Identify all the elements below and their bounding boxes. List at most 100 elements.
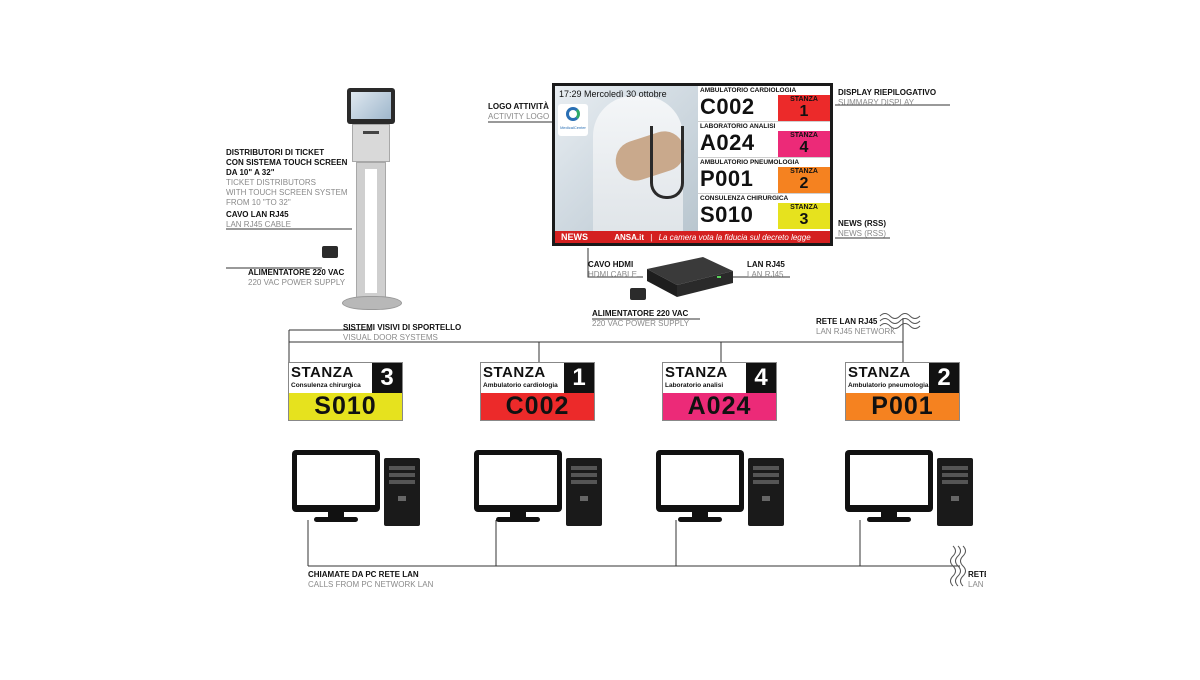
door-sign-ticket: S010 <box>289 393 402 420</box>
hdmi-label-it: CAVO HDMI <box>588 260 634 269</box>
player-power-adapter-icon <box>630 288 646 300</box>
queue-room-number: 4 <box>799 139 809 156</box>
pc-monitor-icon <box>474 450 562 522</box>
door-sign-stanza: STANZA <box>848 364 911 381</box>
kiosk-label: DISTRIBUTORI DI TICKET CON SISTEMA TOUCH… <box>226 148 348 208</box>
queue-panel: AMBULATORIO CARDIOLOGIA C002 STANZA 1 LA… <box>698 86 830 231</box>
kiosk-psu-label: ALIMENTATORE 220 VAC 220 VAC POWER SUPPL… <box>248 268 345 288</box>
door-sign: STANZA Ambulatorio pneumologia 2 P001 <box>845 362 960 421</box>
network-wave-icon-bottom <box>950 545 966 587</box>
logo-mark-icon <box>566 107 580 121</box>
player-lan-en: LAN RJ45 <box>747 270 784 279</box>
logo-text: MedicalCenter <box>560 125 586 130</box>
activity-logo: MedicalCenter <box>558 104 588 136</box>
lan-network-it: RETE LAN RJ45 <box>816 317 878 326</box>
pc-tower-icon <box>748 458 784 526</box>
queue-room-number: 1 <box>799 103 809 120</box>
door-sign-dept: Laboratorio analisi <box>665 382 724 389</box>
door-systems-en: VISUAL DOOR SYSTEMS <box>343 333 438 342</box>
queue-dept: LABORATORIO ANALISI <box>700 123 776 130</box>
kiosk-cable-en: LAN RJ45 CABLE <box>226 220 291 229</box>
queue-room-badge: STANZA 4 <box>778 131 830 157</box>
ticker-news-tag: NEWS <box>561 232 588 242</box>
logo-label: LOGO ATTIVITÀ ACTIVITY LOGO <box>488 102 549 122</box>
display-photo: MedicalCenter 17:29 Mercoledì 30 ottobre <box>555 86 698 231</box>
queue-ticket: S010 <box>700 202 754 227</box>
door-sign-ticket: C002 <box>481 393 594 420</box>
kiosk-printer <box>352 124 390 162</box>
door-sign-stanza: STANZA <box>483 364 546 381</box>
lan-cut-label: RETE LAN <box>968 570 986 590</box>
queue-ticket: C002 <box>700 94 755 119</box>
media-player-box <box>647 257 733 297</box>
queue-room-label: STANZA <box>790 168 818 175</box>
lan-cut-it: RETE <box>968 570 986 579</box>
queue-row: AMBULATORIO PNEUMOLOGIA P001 STANZA 2 <box>698 158 830 194</box>
queue-room-badge: STANZA 1 <box>778 95 830 121</box>
queue-dept: AMBULATORIO PNEUMOLOGIA <box>700 159 800 166</box>
pc-calls-it: CHIAMATE DA PC RETE LAN <box>308 570 419 579</box>
summary-label: DISPLAY RIEPILOGATIVO SUMMARY DISPLAY <box>838 88 936 108</box>
kiosk-label-it-1: DISTRIBUTORI DI TICKET <box>226 148 325 157</box>
queue-room-label: STANZA <box>790 132 818 139</box>
logo-label-it: LOGO ATTIVITÀ <box>488 102 549 111</box>
door-sign-dept: Ambulatorio cardiologia <box>483 382 558 389</box>
kiosk-label-it-3: DA 10" A 32" <box>226 168 275 177</box>
network-wave-icon <box>879 313 921 329</box>
door-sign-stanza: STANZA <box>665 364 728 381</box>
door-sign-room: 1 <box>564 363 594 393</box>
ticker-separator: | <box>650 233 653 242</box>
kiosk-touchscreen <box>347 88 395 124</box>
queue-room-label: STANZA <box>790 204 818 211</box>
hdmi-cable <box>587 248 643 278</box>
logo-label-en: ACTIVITY LOGO <box>488 112 550 121</box>
hdmi-label-en: HDMI CABLE <box>588 270 637 279</box>
kiosk-cable-it: CAVO LAN RJ45 <box>226 210 289 219</box>
door-sign: STANZA Consulenza chirurgica 3 S010 <box>288 362 403 421</box>
queue-dept: CONSULENZA CHIRURGICA <box>700 195 789 202</box>
pc-calls-label: CHIAMATE DA PC RETE LAN CALLS FROM PC NE… <box>308 570 433 590</box>
news-label: NEWS (RSS) NEWS (RSS) <box>838 219 886 239</box>
queue-room-number: 2 <box>799 175 809 192</box>
ticker-headline: La camera vota la fiducia sul decreto le… <box>658 233 811 242</box>
kiosk-label-en-2: WITH TOUCH SCREEN SYSTEM <box>226 188 348 197</box>
door-sign-dept: Consulenza chirurgica <box>291 382 361 389</box>
pc-monitor-icon <box>845 450 933 522</box>
player-lan-label: LAN RJ45 LAN RJ45 <box>747 260 785 280</box>
door-sign-dept: Ambulatorio pneumologia <box>848 382 929 389</box>
pc-tower-icon <box>384 458 420 526</box>
display-datetime: 17:29 Mercoledì 30 ottobre <box>559 89 667 99</box>
door-sign-room: 3 <box>372 363 402 393</box>
door-sign-stanza: STANZA <box>291 364 354 381</box>
summary-label-it: DISPLAY RIEPILOGATIVO <box>838 88 937 97</box>
door-sign: STANZA Ambulatorio cardiologia 1 C002 <box>480 362 595 421</box>
display-date: Mercoledì 30 ottobre <box>584 89 667 99</box>
pc-tower-icon <box>566 458 602 526</box>
player-lan-it: LAN RJ45 <box>747 260 785 269</box>
lan-network-label: RETE LAN RJ45 LAN RJ45 NETWORK <box>816 317 896 337</box>
kiosk-label-it-2: CON SISTEMA TOUCH SCREEN <box>226 158 348 167</box>
queue-row: CONSULENZA CHIRURGICA S010 STANZA 3 <box>698 194 830 230</box>
pc-monitor-icon <box>292 450 380 522</box>
queue-row: LABORATORIO ANALISI A024 STANZA 4 <box>698 122 830 158</box>
queue-ticket: P001 <box>700 166 754 191</box>
queue-dept: AMBULATORIO CARDIOLOGIA <box>700 87 797 94</box>
player-psu-en: 220 VAC POWER SUPPLY <box>592 319 690 328</box>
kiosk-power-adapter-icon <box>322 246 338 258</box>
door-sign-room: 4 <box>746 363 776 393</box>
kiosk-psu-en: 220 VAC POWER SUPPLY <box>248 278 346 287</box>
kiosk-base <box>342 296 402 310</box>
news-label-en: NEWS (RSS) <box>838 229 886 238</box>
queue-room-badge: STANZA 2 <box>778 167 830 193</box>
kiosk-label-en-1: TICKET DISTRIBUTORS <box>226 178 316 187</box>
pc-calls-en: CALLS FROM PC NETWORK LAN <box>308 580 434 589</box>
news-label-it: NEWS (RSS) <box>838 219 886 228</box>
door-sign-ticket: P001 <box>846 393 959 420</box>
player-psu-label: ALIMENTATORE 220 VAC 220 VAC POWER SUPPL… <box>592 309 689 329</box>
queue-room-label: STANZA <box>790 96 818 103</box>
queue-room-badge: STANZA 3 <box>778 203 830 229</box>
display-time: 17:29 <box>559 89 582 99</box>
door-sign-room: 2 <box>929 363 959 393</box>
summary-label-en: SUMMARY DISPLAY <box>838 98 915 107</box>
